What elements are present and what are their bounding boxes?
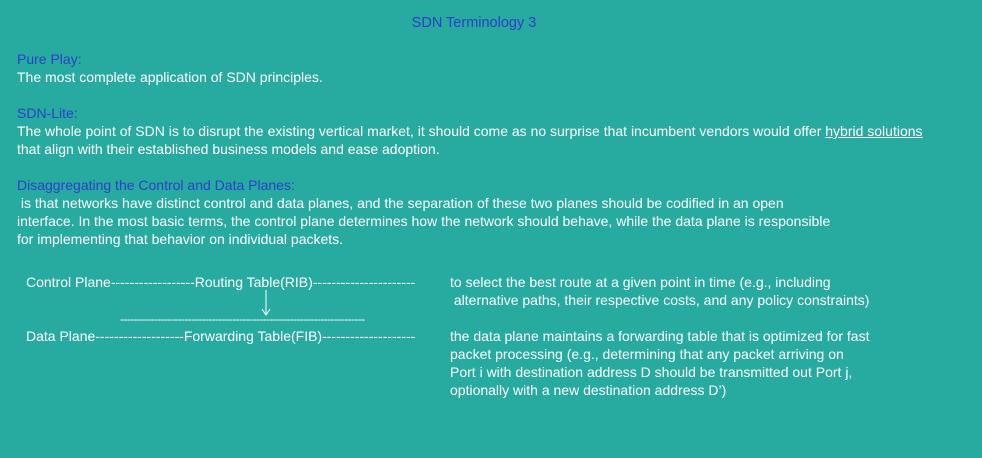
- pure-play-section: Pure Play: The most complete application…: [17, 50, 937, 86]
- control-plane-row: Control Plane------------------Routing T…: [26, 274, 416, 290]
- disaggregating-section: Disaggregating the Control and Data Plan…: [17, 176, 937, 248]
- data-plane-description-2: packet processing (e.g., determining tha…: [450, 346, 844, 362]
- disaggregating-line-1: is that networks have distinct control a…: [17, 195, 784, 211]
- diagram-divider: ----------------------------------------…: [120, 312, 365, 326]
- data-plane-description-4: optionally with a new destination addres…: [450, 382, 727, 398]
- control-plane-description-2: alternative paths, their respective cost…: [450, 292, 870, 308]
- sdn-lite-text: The whole point of SDN is to disrupt the…: [17, 122, 937, 158]
- slide-title: SDN Terminology 3: [411, 15, 537, 31]
- disaggregating-line-2: interface. In the most basic terms, the …: [17, 213, 831, 229]
- control-plane-description-1: to select the best route at a given poin…: [450, 274, 831, 290]
- disaggregating-line-3: for implementing that behavior on indivi…: [17, 231, 344, 247]
- data-plane-description-3: Port i with destination address D should…: [450, 364, 853, 380]
- hybrid-solutions-link[interactable]: hybrid solutions: [825, 123, 923, 139]
- data-plane-description-1: the data plane maintains a forwarding ta…: [450, 328, 870, 344]
- disaggregating-heading: Disaggregating the Control and Data Plan…: [17, 177, 295, 193]
- down-arrow-icon: [261, 290, 271, 316]
- sdn-lite-text-before: The whole point of SDN is to disrupt the…: [17, 123, 826, 139]
- sdn-lite-section: SDN-Lite: The whole point of SDN is to d…: [17, 104, 937, 158]
- sdn-lite-text-after: that align with their established busine…: [17, 141, 440, 157]
- data-plane-row: Data Plane-------------------Forwarding …: [26, 328, 416, 344]
- pure-play-text: The most complete application of SDN pri…: [17, 69, 323, 85]
- sdn-lite-heading: SDN-Lite:: [17, 105, 78, 121]
- pure-play-heading: Pure Play:: [17, 51, 82, 67]
